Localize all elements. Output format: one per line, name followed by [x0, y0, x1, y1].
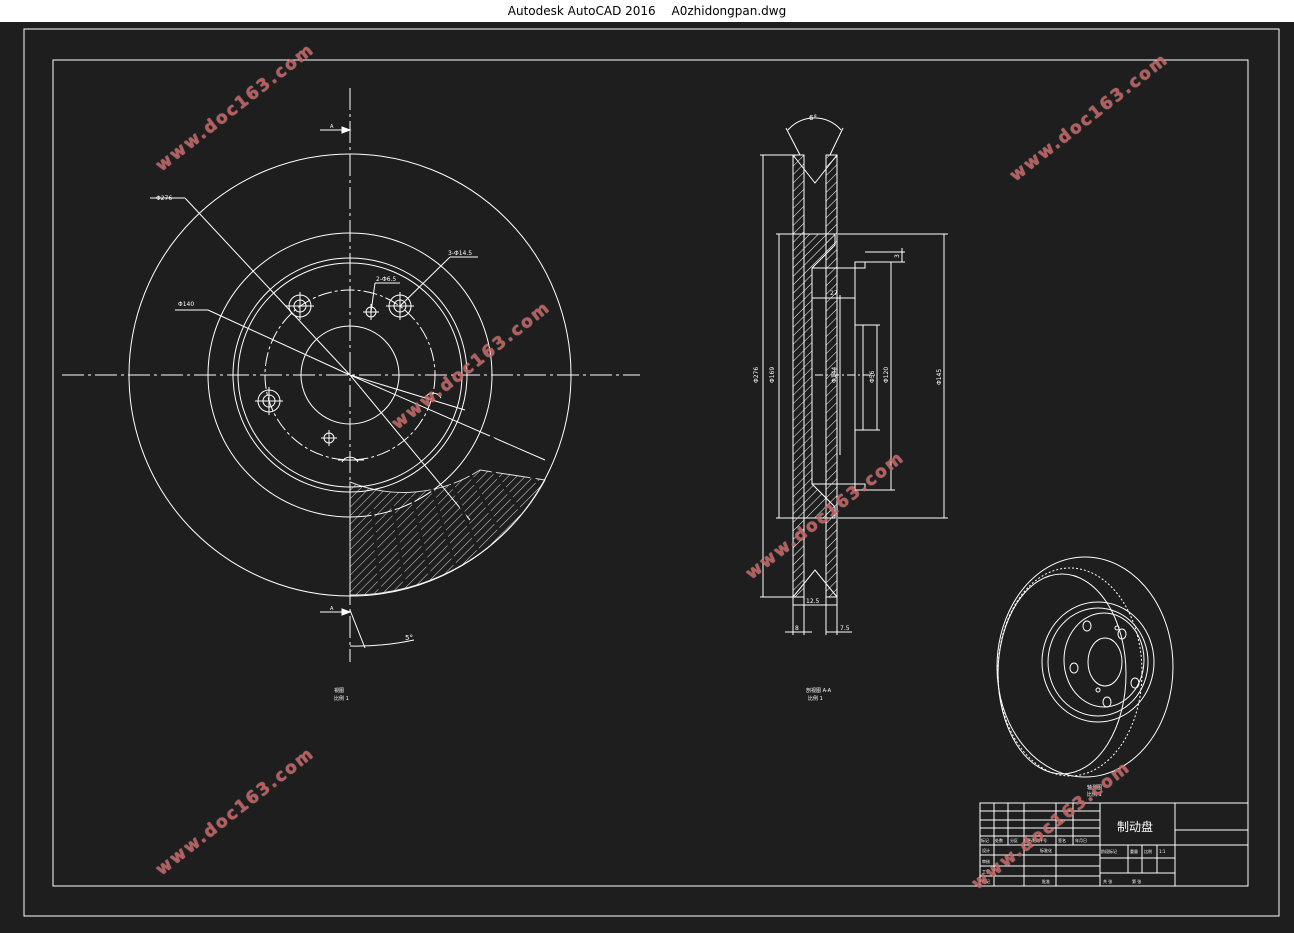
- dim-outer-label: Φ276: [156, 195, 172, 202]
- hat-section: [804, 233, 836, 519]
- dim-angle-label: 6°: [809, 114, 817, 122]
- pin-hole-2: [321, 430, 337, 446]
- front-section-hatch: [349, 469, 546, 596]
- app-title: Autodesk AutoCAD 2016: [507, 4, 656, 18]
- cad-drawing: Φ276 Φ140 3-Φ14.5 2-Φ6.5 A A 5° 視图 比例 1: [23, 28, 1280, 917]
- front-view-caption-2: 比例 1: [334, 695, 349, 702]
- angle-label: 5°: [405, 634, 413, 642]
- scale-label: 比例: [1144, 848, 1152, 854]
- leader-pin: [370, 282, 376, 313]
- cut-hole: [424, 392, 442, 399]
- dim-d1-label: Φ276: [753, 367, 760, 383]
- dim-bolt-holes-label: 3-Φ14.5: [448, 250, 472, 257]
- dim-8-label: 8: [795, 625, 799, 632]
- hdr-cell-5: 签名: [1058, 837, 1066, 843]
- dim-d3-label: Φ144: [831, 367, 838, 383]
- bolt-hole-3: [255, 387, 283, 415]
- front-view: [62, 88, 640, 662]
- dim-pin-holes-label: 2-Φ6.5: [376, 276, 396, 283]
- stage-label: 阶段标记: [1101, 848, 1117, 854]
- dim-3-label: 3: [894, 254, 901, 258]
- cooling-vanes: [370, 434, 542, 591]
- window-title-bar: Autodesk AutoCAD 2016 A0zhidongpan.dwg: [0, 0, 1294, 22]
- dim-12-5-label: 12.5: [806, 598, 820, 605]
- row-label-0: 标记: [982, 878, 990, 884]
- hub-bore: [854, 324, 864, 431]
- isometric-view: [996, 556, 1174, 778]
- partial-hole: [341, 456, 359, 463]
- hat-outline: [812, 261, 866, 491]
- outer-frame: [23, 28, 1280, 917]
- leader-outer: [184, 197, 351, 376]
- section-view-caption-2: 比例 1: [808, 695, 823, 702]
- row-label-3: 工艺: [982, 869, 990, 874]
- row-label-1: 设计: [982, 847, 990, 853]
- hdr-cell-2: 处数: [995, 837, 1003, 843]
- page-label: 第 张: [1132, 878, 1141, 884]
- section-mark-bottom: A: [330, 606, 334, 612]
- hdr-cell-3: 分区: [1010, 837, 1018, 843]
- dim-inner-label: Φ140: [178, 301, 194, 308]
- center-bore: [300, 325, 400, 425]
- approve-label: 批准: [1042, 878, 1050, 884]
- bottom-groove: [792, 569, 838, 598]
- part-name: 制动盘: [1117, 819, 1153, 834]
- top-groove: [792, 154, 838, 184]
- section-mark-top: A: [330, 124, 334, 130]
- dim-7-5-label: 7.5: [840, 625, 850, 632]
- row-label-2: 审核: [982, 858, 990, 864]
- iso-caption-2: 比例 1: [1087, 791, 1102, 798]
- iso-caption-1: 轴测图: [1087, 784, 1102, 791]
- leader-inner: [207, 309, 351, 376]
- dim-h-label: Φ145: [936, 369, 943, 385]
- weight-label: 重量: [1130, 848, 1138, 854]
- dim-d2-label: Φ169: [769, 367, 776, 383]
- hdr-cell-1: 标记: [981, 837, 989, 843]
- file-name: A0zhidongpan.dwg: [671, 4, 787, 18]
- section-view: [760, 117, 948, 635]
- outer-disc-circle: [128, 153, 572, 597]
- scale-value: 1:1: [1159, 849, 1166, 854]
- hdr-cell-4: 更改文件号: [1027, 837, 1047, 843]
- sheet-label: 共 张: [1103, 878, 1112, 884]
- hdr-cell-6: 年月日: [1075, 837, 1087, 843]
- title-block: [979, 802, 1249, 887]
- dim-27-label: 27: [830, 290, 838, 297]
- std-label: 标准化: [1040, 847, 1052, 853]
- section-view-caption-1: 剖视图 A-A: [806, 687, 832, 694]
- front-view-caption-1: 視图: [334, 687, 344, 694]
- bolt-hole-1: [286, 292, 314, 320]
- leader-bolt: [399, 256, 451, 307]
- dim-d5-label: Φ120: [883, 367, 890, 383]
- dim-d4-label: Φ56: [869, 370, 876, 383]
- inner-frame: [52, 59, 1249, 887]
- drawing-canvas[interactable]: Φ276 Φ140 3-Φ14.5 2-Φ6.5 A A 5° 視图 比例 1: [0, 22, 1294, 929]
